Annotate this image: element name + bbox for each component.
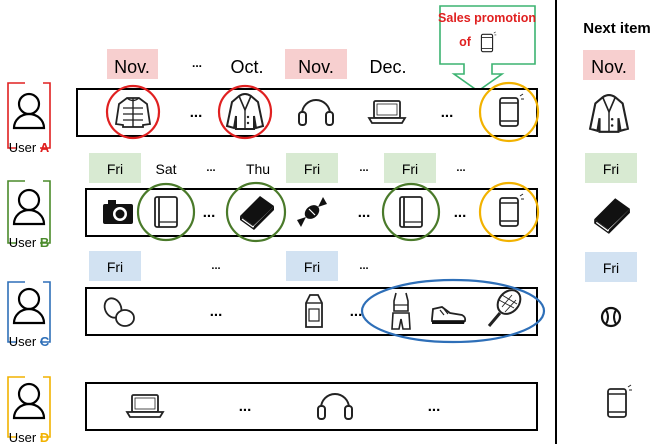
highlight-ellipse bbox=[360, 278, 546, 344]
ellipsis: ... bbox=[428, 398, 441, 415]
smartphone-icon bbox=[607, 384, 633, 418]
highlight-circle bbox=[105, 84, 161, 140]
callout-line-2: of bbox=[459, 35, 472, 49]
time-label: ... bbox=[456, 162, 465, 174]
next-time-label: Fri bbox=[603, 161, 619, 177]
callout-line-1: Sales promotion bbox=[438, 11, 536, 25]
user-label: User B bbox=[9, 235, 49, 250]
time-label-bg bbox=[286, 153, 338, 183]
ellipsis: ... bbox=[454, 204, 467, 221]
jacket-icon bbox=[115, 97, 151, 128]
user-d-row: User D ... ... bbox=[7, 376, 633, 444]
book-icon bbox=[593, 197, 631, 235]
highlight-circle bbox=[478, 81, 540, 143]
time-label: Fri bbox=[304, 161, 320, 177]
next-time-bg bbox=[583, 50, 635, 80]
time-label: ... bbox=[206, 162, 215, 174]
time-label: Dec. bbox=[369, 57, 406, 77]
time-label-bg bbox=[89, 251, 141, 281]
ellipsis: ... bbox=[203, 204, 216, 221]
time-label-bg bbox=[384, 153, 436, 183]
time-label-bg bbox=[285, 49, 347, 79]
user-avatar-icon bbox=[12, 382, 46, 420]
laptop-icon bbox=[368, 100, 406, 124]
time-label: Fri bbox=[402, 161, 418, 177]
time-label: Sat bbox=[155, 161, 176, 177]
time-label-bg bbox=[286, 251, 338, 281]
next-item-header: Next item bbox=[583, 20, 651, 37]
next-time-bg bbox=[585, 153, 637, 183]
user-b-row: Fri Sat ... Thu Fri ... Fri ... User B .… bbox=[7, 153, 637, 250]
time-label: ... bbox=[359, 260, 368, 272]
time-label: ... bbox=[359, 162, 368, 174]
ellipsis: ... bbox=[239, 398, 252, 415]
highlight-circle bbox=[136, 182, 196, 242]
time-label: Nov. bbox=[114, 57, 150, 77]
time-label: Oct. bbox=[230, 57, 263, 77]
laptop-icon bbox=[126, 394, 164, 418]
sales-promotion-callout: Sales promotion of bbox=[438, 5, 536, 92]
time-label-bg bbox=[89, 153, 141, 183]
highlight-circle bbox=[381, 182, 441, 242]
user-avatar-icon bbox=[12, 188, 46, 226]
user-avatar-icon bbox=[12, 92, 46, 130]
tennis-ball-icon bbox=[600, 306, 622, 328]
user-a-row: Nov. ... Oct. Nov. Dec. User A ... ... N… bbox=[7, 49, 635, 155]
time-label: ... bbox=[192, 56, 202, 70]
user-label: User A bbox=[9, 140, 50, 155]
highlight-circle bbox=[478, 181, 540, 243]
ellipsis: ... bbox=[358, 204, 371, 221]
milk-carton-icon bbox=[305, 294, 323, 328]
next-time-label: Fri bbox=[603, 260, 619, 276]
next-time-label: Nov. bbox=[591, 57, 627, 77]
highlight-circle bbox=[225, 181, 287, 243]
user-avatar-icon bbox=[12, 287, 46, 325]
time-label: ... bbox=[211, 260, 220, 272]
ellipsis: ... bbox=[441, 104, 454, 121]
ellipsis: ... bbox=[190, 104, 203, 121]
user-label: User C bbox=[9, 334, 50, 349]
time-label: Thu bbox=[246, 161, 270, 177]
book-icon bbox=[154, 196, 178, 228]
next-time-bg bbox=[585, 252, 637, 282]
book-icon bbox=[399, 196, 423, 228]
highlight-circle bbox=[217, 84, 273, 140]
time-label: Fri bbox=[107, 161, 123, 177]
time-label: Nov. bbox=[298, 57, 334, 77]
user-c-row: Fri ... Fri ... User C ... ... Fri bbox=[7, 251, 637, 349]
time-label: Fri bbox=[107, 259, 123, 275]
coat-icon bbox=[589, 94, 629, 133]
time-label: Fri bbox=[304, 259, 320, 275]
time-label-bg bbox=[107, 49, 158, 79]
sequence-box bbox=[85, 382, 538, 431]
ellipsis: ... bbox=[210, 303, 223, 320]
user-label: User D bbox=[9, 430, 49, 444]
ellipsis: ... bbox=[350, 303, 363, 320]
